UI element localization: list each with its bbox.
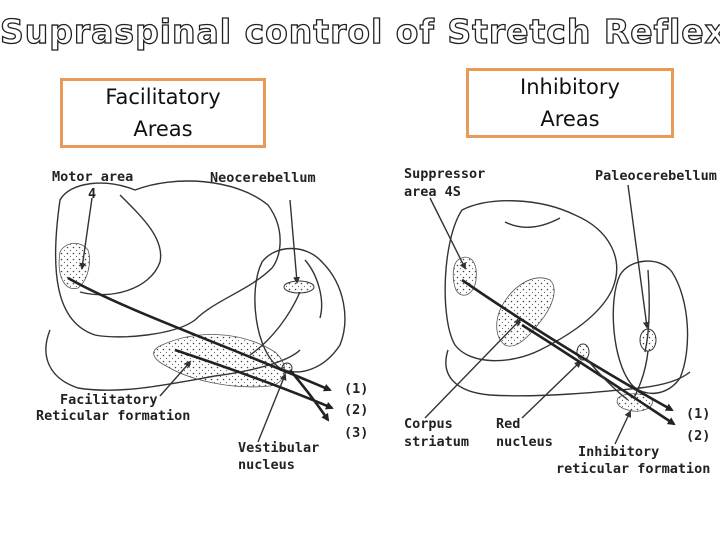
label-inhibitory-reticular-formation: reticular formation [556, 461, 710, 477]
left-pathway-1 [67, 276, 332, 392]
facilitatory-areas-box: Facilitatory Areas [60, 78, 266, 148]
label-vestibular: Vestibular [238, 440, 319, 456]
paleocerebellum-nucleus [639, 328, 657, 352]
label-left-path-2: (2) [344, 402, 368, 418]
right-cerebrum-inner-fold [504, 217, 561, 228]
label-paleocerebellum: Paleocerebellum [595, 168, 717, 184]
label-red-nucleus: nucleus [496, 434, 553, 450]
suppressor-area-region [452, 256, 477, 296]
left-cerebrum-outline [54, 180, 281, 338]
label-area-4s: area 4S [404, 184, 461, 200]
left-pathway-3 [289, 369, 330, 422]
right-pathway-1 [461, 278, 674, 412]
motor-area-4-region [58, 243, 90, 290]
corpus-striatum-pointer [424, 318, 522, 419]
red-nucleus-pointer [521, 360, 582, 419]
facilitatory-areas-label: Facilitatory Areas [105, 85, 221, 141]
label-red: Red [496, 416, 520, 432]
inhibitory-areas-box: Inhibitory Areas [466, 68, 674, 138]
label-motor-area: Motor area [52, 169, 133, 185]
paleocerebellum-to-reticular [633, 350, 649, 399]
label-inhibitory: Inhibitory [578, 444, 659, 460]
paleocerebellum-pointer [627, 184, 650, 329]
label-reticular-formation: Reticular formation [36, 408, 190, 424]
label-suppressor: Suppressor [404, 166, 485, 182]
label-right-path-2: (2) [686, 428, 710, 444]
label-corpus: Corpus [404, 416, 453, 432]
left-cerebrum-inner-fold [79, 194, 162, 296]
right-cerebrum-outline [444, 200, 618, 362]
right-brain-diagram: Suppressor area 4S Paleocerebellum Corpu… [404, 166, 717, 477]
label-neocerebellum: Neocerebellum [210, 170, 316, 186]
label-motor-area-number: 4 [88, 186, 96, 202]
red-nucleus-to-reticular [585, 357, 629, 401]
neocerebellum-nucleus [283, 280, 315, 294]
inhibitory-areas-label: Inhibitory Areas [520, 75, 620, 131]
right-cerebellum-outline [612, 260, 689, 394]
label-right-path-1: (1) [686, 406, 710, 422]
label-left-path-1: (1) [344, 381, 368, 397]
left-cerebellum-outline [254, 247, 346, 373]
facilitatory-reticular-region [153, 334, 285, 388]
inhibitory-reticular-pointer [614, 410, 632, 445]
neocerebellum-pointer [289, 199, 301, 284]
neocerebellum-to-brainstem [249, 291, 301, 356]
suppressor-pointer [429, 197, 466, 270]
reticular-pointer [159, 360, 192, 397]
slide-title: Supraspinal control of Stretch Reflex [0, 11, 720, 51]
right-brainstem-outline [445, 349, 691, 397]
left-cerebellum-fold [304, 259, 323, 319]
left-brain-diagram: Motor area 4 Neocerebellum Facilitatory … [36, 169, 368, 473]
label-striatum: striatum [404, 434, 469, 450]
label-facilitatory: Facilitatory [60, 392, 158, 408]
motor-area-pointer [79, 197, 93, 270]
label-vestibular-nucleus: nucleus [238, 457, 295, 473]
label-left-path-3: (3) [344, 425, 368, 441]
right-pathway-2 [521, 323, 676, 426]
